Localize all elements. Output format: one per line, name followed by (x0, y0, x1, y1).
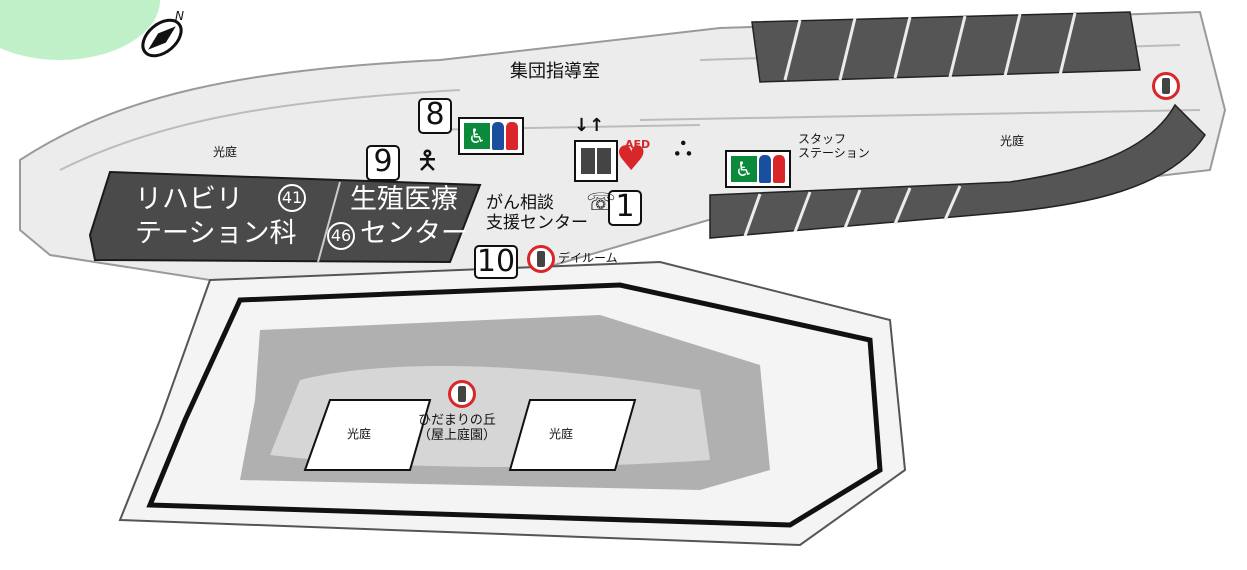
aed-icon: ♥ (616, 139, 647, 179)
hidamari-label: ひだまりの丘 （屋上庭園） (418, 413, 497, 443)
courtyard-2-label: 光庭 (1000, 134, 1025, 148)
courtyard-1-label: 光庭 (213, 145, 238, 159)
courtyard-4-label: 光庭 (549, 427, 574, 441)
marker-1[interactable]: 1 (608, 190, 642, 226)
marker-8[interactable]: 8 (418, 98, 452, 134)
marker-9[interactable]: 9 (366, 145, 400, 181)
ward-rooms-right (709, 103, 1206, 239)
staff-station-label: スタッフ ステーション (798, 132, 870, 160)
aed-label: AED (625, 138, 651, 151)
compass-icon (141, 18, 183, 58)
rehab-dept-number: 41 (278, 184, 306, 212)
mobile-phone-icon (527, 245, 555, 273)
group-guidance-room-label: 集団指導室 (510, 61, 600, 82)
reproductive-dept-number: 46 (327, 222, 355, 250)
reproductive-dept-label-2[interactable]: センター (360, 218, 468, 249)
stairs-icon: ⛬ (674, 132, 693, 162)
courtyard-3-label: 光庭 (347, 427, 372, 441)
mobile-phone-icon (1152, 72, 1180, 100)
rehab-dept-label[interactable]: リハビリ テーション科 (135, 184, 297, 249)
courtyard-3 (303, 399, 432, 471)
elevator-direction-icon: ↓↑ (574, 115, 605, 136)
elevator-icon (574, 140, 618, 182)
dept-block (88, 170, 482, 264)
reproductive-dept-label-1[interactable]: 生殖医療 (350, 184, 458, 215)
telephone-icon: ☏ (586, 188, 617, 216)
day-room-label: デイルーム (558, 251, 618, 265)
restroom-icon: ♿ (458, 117, 524, 155)
courtyard-4 (508, 399, 637, 471)
vending-icon: 🯅 (416, 146, 439, 176)
compass-north-label: N (175, 9, 184, 23)
cancer-consult-label: がん相談 支援センター (486, 193, 588, 233)
mobile-phone-icon (448, 380, 476, 408)
restroom-icon: ♿ (725, 150, 791, 188)
marker-10[interactable]: 10 (474, 245, 518, 279)
ward-rooms-top (751, 11, 1141, 83)
